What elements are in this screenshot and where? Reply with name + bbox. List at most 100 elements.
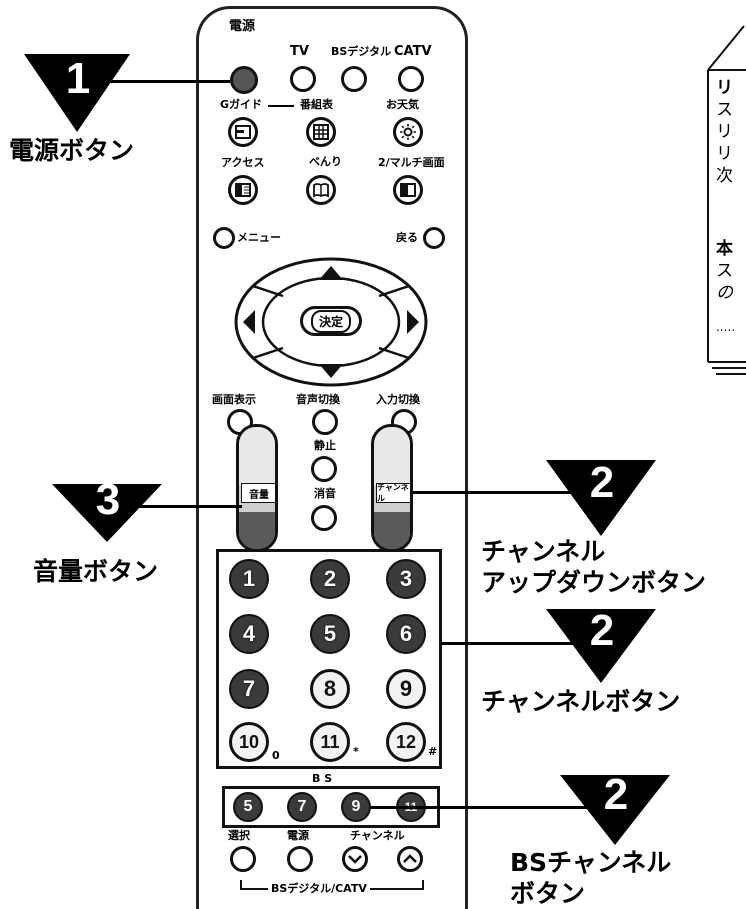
num-button-1[interactable]: 1 [229, 559, 269, 599]
callout-2b-leader [441, 642, 581, 645]
input-switch-label: 入力切換 [376, 393, 420, 406]
still-button[interactable] [311, 456, 337, 482]
volume-rocker-label: 音量 [241, 483, 275, 503]
select-button[interactable] [230, 846, 256, 872]
power-label: 電源 [229, 19, 256, 34]
tv-button[interactable] [290, 66, 316, 92]
channel-up-button[interactable] [397, 846, 423, 872]
callout-3-number: 3 [95, 475, 121, 524]
menu-button[interactable] [213, 227, 235, 249]
enter-label: 決定 [310, 309, 351, 333]
callout-2a-text-line2: アップダウンボタン [481, 568, 707, 597]
callout-3-leader [120, 505, 242, 508]
channel-up-part[interactable] [374, 427, 410, 486]
num-button-2[interactable]: 2 [310, 559, 350, 599]
side-panel-frame [707, 25, 746, 375]
num-button-8[interactable]: 8 [310, 669, 350, 709]
num-button-10[interactable]: 10 [229, 722, 269, 762]
bs-button-9[interactable]: 9 [341, 792, 371, 822]
benri-label: べんり [309, 155, 342, 168]
left-arrow-icon [243, 310, 255, 334]
enter-button[interactable]: 決定 [300, 306, 362, 336]
chevron-up-icon [403, 854, 417, 863]
gguide-connector [268, 105, 294, 107]
side-line-5: 次 [716, 166, 733, 186]
callout-2b-marker [546, 609, 656, 683]
bs-button-5[interactable]: 5 [233, 792, 263, 822]
book-icon [313, 183, 329, 198]
volume-up-part[interactable] [239, 427, 275, 486]
callout-3-marker [52, 484, 162, 542]
dpad-left-button[interactable] [236, 302, 266, 342]
dpad-up-button[interactable] [310, 247, 350, 277]
volume-down-part[interactable] [239, 512, 275, 549]
power-button[interactable] [230, 66, 258, 94]
list-icon [235, 183, 251, 197]
bs-catv-label: BSデジタル/CATV [268, 883, 370, 894]
num-button-5[interactable]: 5 [310, 614, 350, 654]
channel-rocker-label: チャンネル [376, 483, 410, 503]
weather-button[interactable] [393, 117, 423, 147]
audio-switch-label: 音声切換 [296, 393, 340, 406]
bs-channel-label: チャンネル [350, 829, 405, 842]
guide-icon [235, 125, 251, 139]
bs-digital-button[interactable] [341, 66, 367, 92]
callout-2a-marker [546, 460, 656, 536]
callout-1-text: 電源ボタン [9, 136, 135, 165]
display-label: 画面表示 [212, 393, 256, 406]
side-panel-dots: ..... [716, 320, 736, 334]
mute-label: 消音 [314, 487, 336, 500]
dpad-right-button[interactable] [396, 302, 426, 342]
back-button[interactable] [423, 227, 445, 249]
still-label: 静止 [314, 439, 336, 452]
chevron-down-icon [348, 855, 362, 864]
audio-switch-button[interactable] [312, 409, 338, 435]
bangumi-label: 番組表 [300, 98, 333, 111]
bs-label: B S [312, 772, 333, 785]
num-button-12[interactable]: 12 [386, 722, 426, 762]
bs-button-7[interactable]: 7 [287, 792, 317, 822]
num-button-6[interactable]: 6 [386, 614, 426, 654]
num-button-9[interactable]: 9 [386, 669, 426, 709]
bangumi-button[interactable] [306, 117, 336, 147]
side-line-7: ス [716, 261, 733, 281]
side-line-4: リ [716, 144, 733, 164]
dpad-down-button[interactable] [310, 357, 350, 387]
channel-down-button[interactable] [342, 846, 368, 872]
menu-label: メニュー [237, 231, 281, 244]
callout-2c-marker [560, 775, 670, 845]
grid-icon [313, 124, 329, 140]
num-button-11[interactable]: 11 [310, 722, 350, 762]
side-line-1: リ [716, 78, 733, 98]
side-line-8: の [716, 283, 733, 303]
catv-button[interactable] [398, 66, 424, 92]
up-arrow-icon [319, 266, 343, 280]
benri-button[interactable] [306, 175, 336, 205]
num-button-4[interactable]: 4 [229, 614, 269, 654]
channel-down-part[interactable] [374, 512, 410, 549]
callout-1-number: 1 [65, 54, 91, 103]
back-label: 戻る [396, 231, 418, 244]
side-line-3: リ [716, 122, 733, 142]
channel-rocker[interactable]: チャンネル [371, 424, 413, 552]
side-panel-text-1: リ ス リ リ 次 [716, 77, 733, 187]
num-11-suffix: * [353, 745, 359, 758]
callout-2c-text-line1: BSチャンネル [510, 848, 672, 877]
volume-rocker[interactable]: 音量 [236, 424, 278, 552]
gguide-button[interactable] [228, 117, 258, 147]
mute-button[interactable] [311, 505, 337, 531]
num-button-7[interactable]: 7 [229, 669, 269, 709]
side-line-6: 本 [716, 239, 733, 259]
tv-label: TV [290, 44, 309, 59]
weather-label: お天気 [386, 98, 419, 111]
callout-2b-text: チャンネルボタン [481, 687, 681, 716]
split-screen-icon [400, 183, 416, 197]
num-button-3[interactable]: 3 [386, 559, 426, 599]
callout-2a-text-line1: チャンネル [481, 537, 606, 566]
bs-power-button[interactable] [287, 846, 313, 872]
multi-screen-button[interactable] [393, 175, 423, 205]
access-button[interactable] [228, 175, 258, 205]
callout-2c-text-line2: ボタン [510, 879, 586, 908]
bs-digital-label: BSデジタル [331, 45, 392, 58]
multi-label: 2/マルチ画面 [378, 156, 445, 169]
